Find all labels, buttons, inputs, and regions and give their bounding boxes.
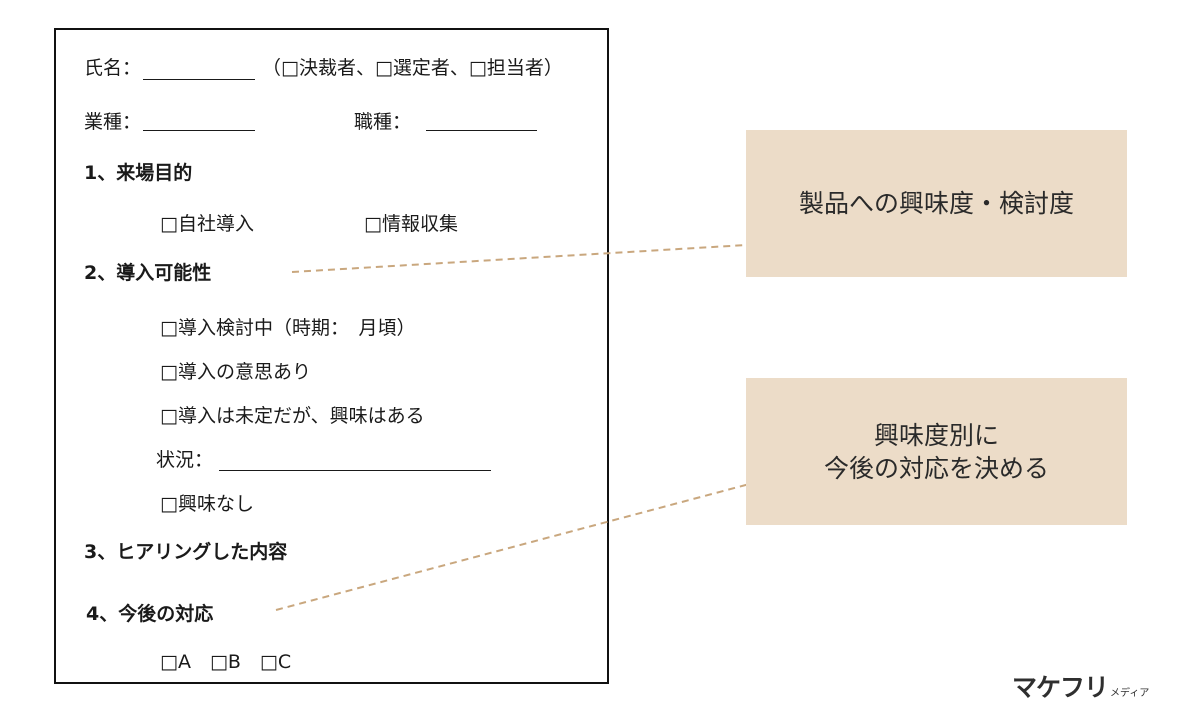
- q4-options: □A □B □C: [160, 651, 292, 673]
- callout-interest-line: 製品への興味度・検討度: [798, 189, 1074, 218]
- brand-logo: マケフリメディア: [1012, 668, 1149, 704]
- q2-option-interested: □導入は未定だが、興味はある: [160, 405, 425, 427]
- survey-form: [54, 28, 609, 684]
- callout-response-line: 今後の対応を決める: [823, 453, 1049, 483]
- q4-heading: 4、今後の対応: [86, 603, 214, 625]
- q1-option-info-gathering: □情報収集: [364, 213, 458, 235]
- logo-text: マケフリ: [1012, 673, 1109, 702]
- connector-interest: [291, 242, 781, 273]
- role-options: （□決裁者、□選定者、□担当者）: [262, 57, 563, 79]
- connector-response: [275, 477, 773, 611]
- q2-option-not-interested: □興味なし: [160, 493, 254, 515]
- industry-field-line: [143, 130, 255, 131]
- callout-response-line: 興味度別に: [873, 420, 999, 450]
- logo-subtext: メディア: [1110, 688, 1150, 699]
- job-label: 職種：: [354, 111, 412, 133]
- q2-heading: 2、導入可能性: [84, 262, 212, 284]
- name-label: 氏名：: [84, 57, 142, 79]
- q3-heading: 3、ヒアリングした内容: [84, 541, 288, 563]
- q2-status-field-line: [219, 470, 491, 471]
- q2-option-intends: □導入の意思あり: [160, 361, 311, 383]
- q2-status-label: 状況：: [156, 449, 214, 471]
- q2-option-considering: □導入検討中（時期： 月頃）: [160, 317, 416, 339]
- callout-response-plan: 興味度別に 今後の対応を決める: [746, 378, 1127, 525]
- callout-interest-level: 製品への興味度・検討度: [746, 130, 1127, 277]
- job-field-line: [426, 130, 537, 131]
- name-field-line: [143, 79, 255, 80]
- industry-label: 業種：: [84, 111, 142, 133]
- q1-option-own-adoption: □自社導入: [160, 213, 254, 235]
- q1-heading: 1、来場目的: [84, 162, 193, 184]
